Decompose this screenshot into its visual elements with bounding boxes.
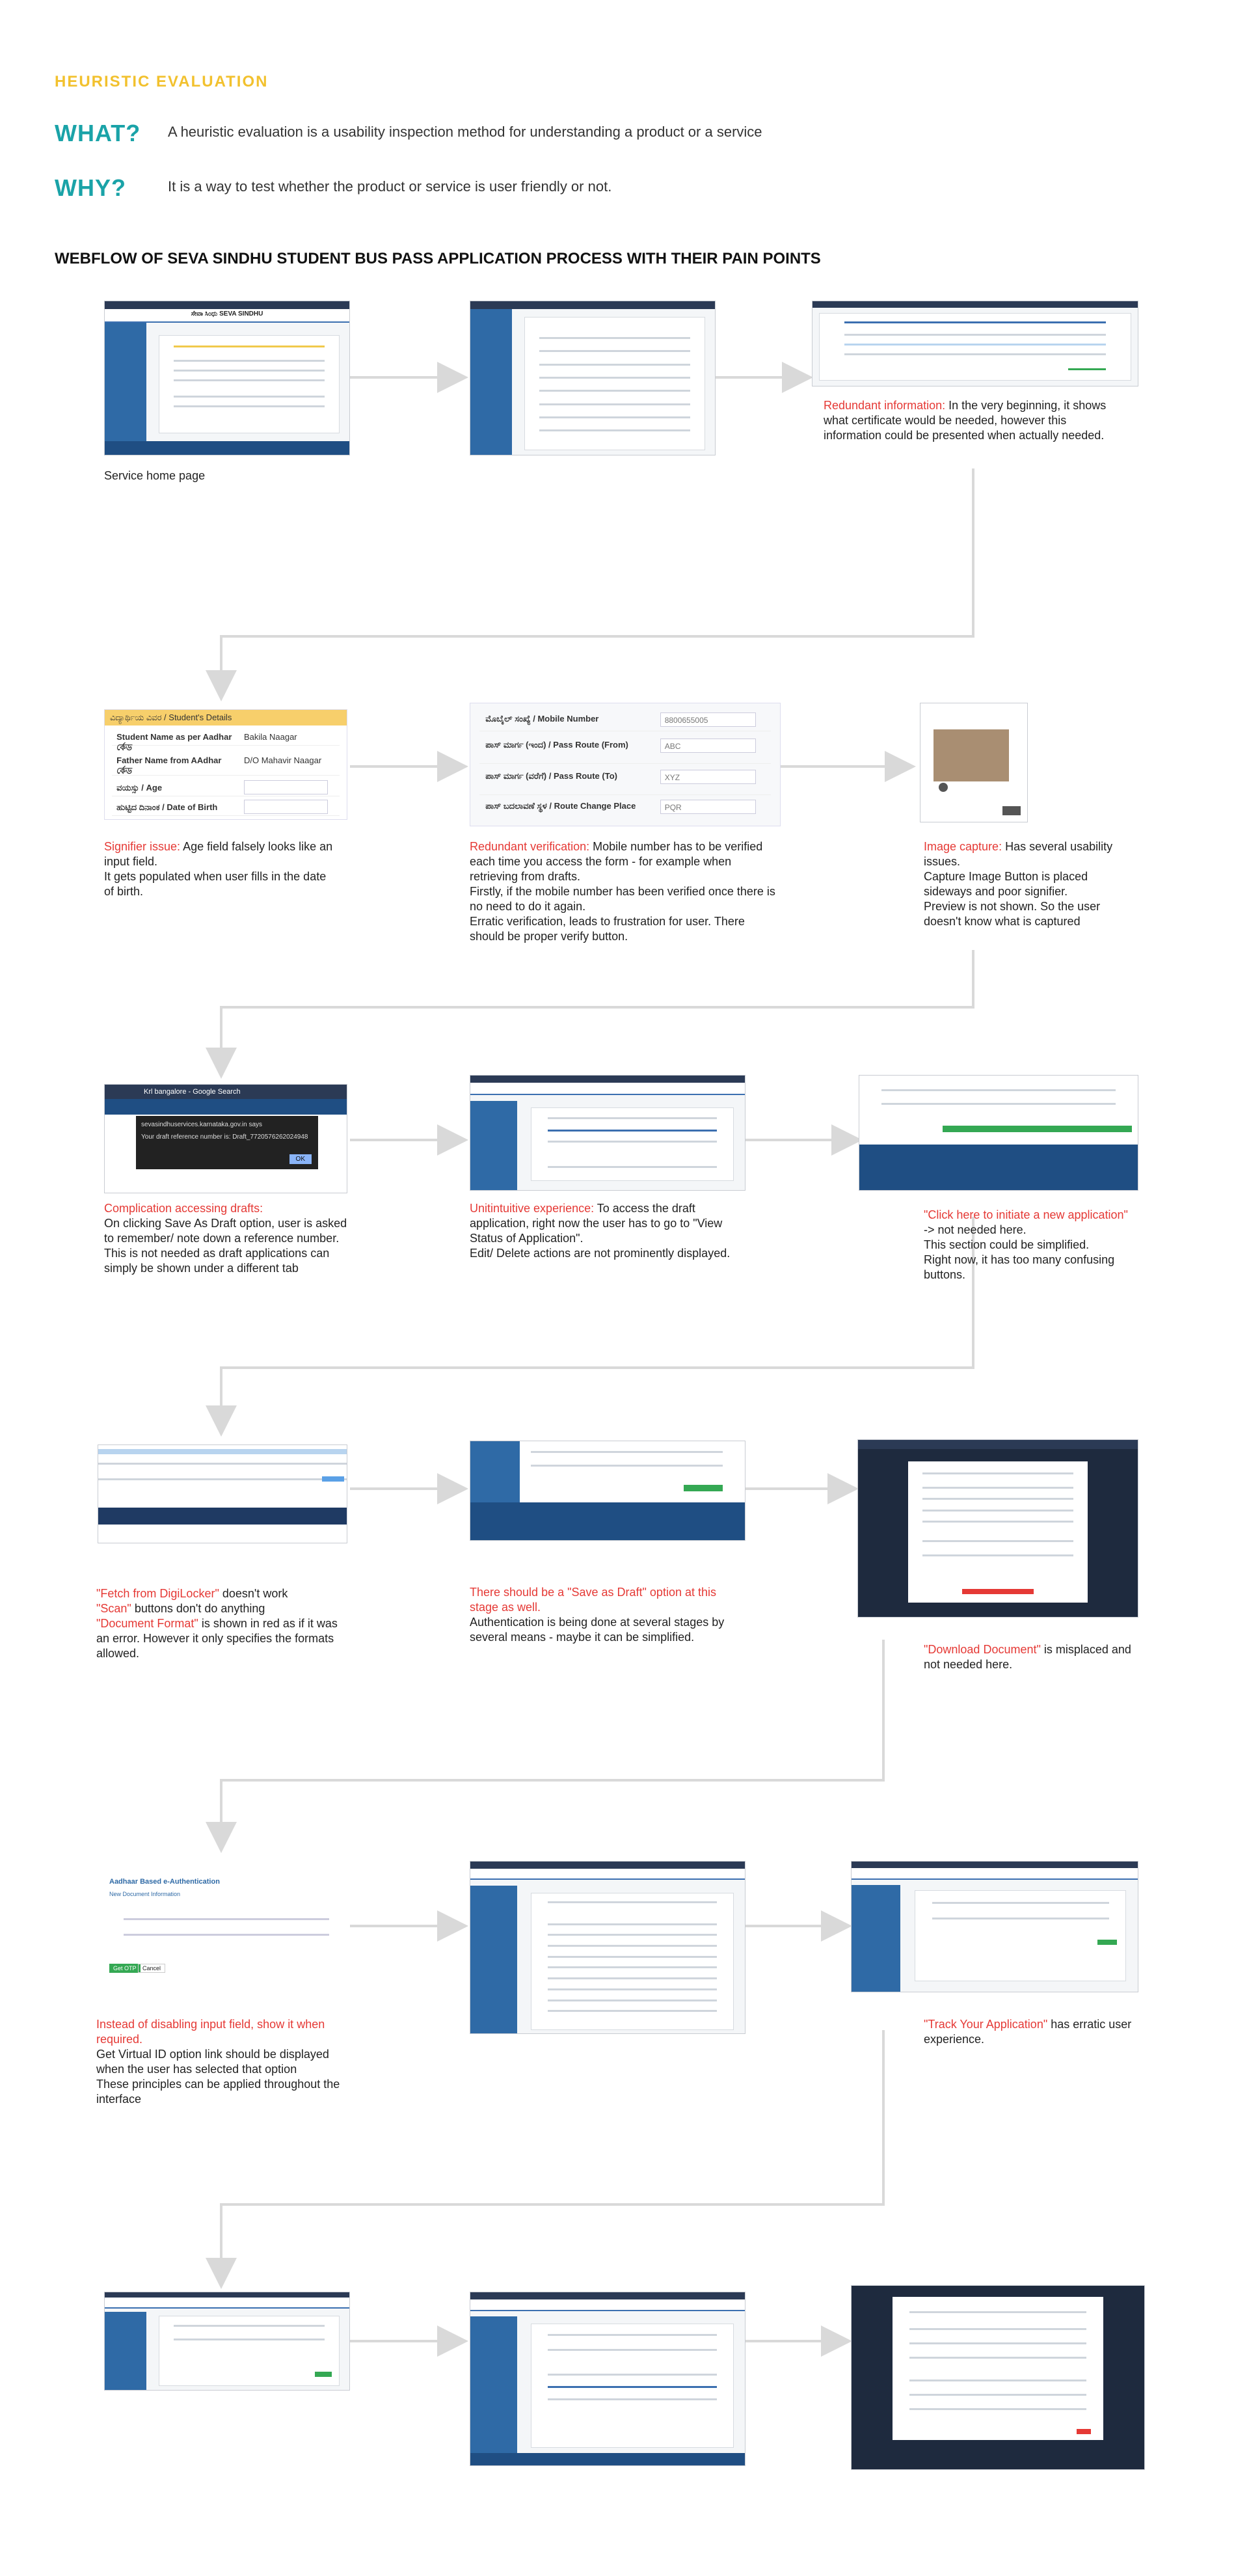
caption-10: "Download Document" is misplaced and not…: [924, 1643, 1131, 1671]
dob-field[interactable]: [243, 800, 329, 814]
screenshot-view-status: [470, 1075, 745, 1191]
webflow-title: WEBFLOW OF SEVA SINDHU STUDENT BUS PASS …: [55, 250, 821, 267]
screenshot-track-form: [104, 2292, 350, 2391]
capture-image-button[interactable]: [939, 783, 948, 792]
section-title: HEURISTIC EVALUATION: [55, 73, 269, 90]
download-document-button[interactable]: [961, 1589, 1034, 1595]
caption-11: Instead of disabling input field, show i…: [96, 2018, 340, 2106]
camera-preview: [933, 729, 1009, 781]
aadhaar-new-doc: New Document Information: [109, 1891, 181, 1897]
search-button[interactable]: [1097, 1939, 1118, 1945]
caption-5: Complication accessing drafts: On clicki…: [104, 1202, 347, 1275]
screenshot-image-capture: [920, 703, 1028, 822]
father-name-label: Father Name from AAdhar ৰ্কেড: [116, 755, 222, 776]
route-change-label: ಪಾಸ್ ಬದಲಾವಣೆ ಸ್ಥಳ / Route Change Place: [485, 801, 636, 811]
student-details-form: ವಿದ್ಯಾರ್ಥಿಯ ವಿವರ / Student's Details Stu…: [104, 709, 347, 820]
father-name-value: D/O Mahavir Naagar: [243, 755, 322, 765]
browser-tab: Krl bangalore - Google Search: [105, 1085, 347, 1099]
dialog-site: sevasindhuservices.karnataka.gov.in says: [141, 1121, 263, 1128]
dialog-message: Your draft reference number is: Draft_77…: [141, 1133, 308, 1141]
student-name-value: Bakila Naagar: [243, 732, 297, 742]
screenshot-services-list: [470, 301, 716, 455]
screenshot-track-results: [470, 2292, 745, 2466]
screenshot-certificate-template: [812, 301, 1138, 386]
close-details-button[interactable]: [1076, 2429, 1091, 2435]
caption-9: There should be a "Save as Draft" option…: [470, 1586, 725, 1644]
screenshot-authentication: [470, 1441, 745, 1541]
form-header: ವಿದ್ಯಾರ್ಥಿಯ ವಿವರ / Student's Details: [105, 710, 347, 725]
screenshot-acknowledgement: [470, 1861, 745, 2034]
draft-dialog: sevasindhuservices.karnataka.gov.in says…: [136, 1116, 318, 1169]
screenshot-upload-documents: [98, 1444, 347, 1543]
aadhaar-title: Aadhaar Based e-Authentication: [109, 1878, 220, 1886]
caption-7: "Click here to initiate a new applicatio…: [924, 1208, 1128, 1281]
caption-6: Unitintuitive experience: To access the …: [470, 1202, 731, 1260]
get-otp-button[interactable]: Get OTP: [109, 1964, 141, 1973]
screenshot-download-document: [857, 1439, 1138, 1618]
screenshot-initiate-application: [859, 1075, 1138, 1191]
caption-3: Redundant verification: Mobile number ha…: [470, 840, 775, 943]
route-to-label: ಪಾಸ್ ಮಾರ್ಗ (ವರೆಗೆ) / Pass Route (To): [485, 771, 617, 781]
mobile-label: ಮೊಬೈಲ್ ಸಂಖ್ಯೆ / Mobile Number: [485, 714, 599, 724]
mobile-field[interactable]: 8800655005: [660, 712, 757, 727]
route-from-field[interactable]: ABC: [660, 739, 757, 753]
caption-2: Signifier issue: Age field falsely looks…: [104, 840, 333, 898]
caption-digilocker: "Fetch from DigiLocker" doesn't work"Sca…: [96, 1587, 338, 1660]
next-button[interactable]: [684, 1484, 723, 1491]
what-text: A heuristic evaluation is a usability in…: [168, 124, 762, 140]
screenshot-track-application: [851, 1861, 1138, 1992]
screenshot-application-details: [851, 2285, 1145, 2470]
cancel-button[interactable]: Cancel: [138, 1964, 166, 1973]
dialog-ok-button[interactable]: OK: [289, 1154, 312, 1164]
what-label: WHAT?: [55, 120, 141, 146]
route-change-field[interactable]: PQR: [660, 800, 757, 814]
fetch-digilocker-button[interactable]: [322, 1476, 344, 1482]
caption-12: "Track Your Application" has erratic use…: [924, 2018, 1132, 2046]
age-label: ವಯಸ್ಸು / Age: [116, 783, 163, 793]
route-to-field[interactable]: XYZ: [660, 770, 757, 784]
age-field[interactable]: [243, 780, 329, 794]
track-submit-button[interactable]: [314, 2371, 332, 2377]
close-button[interactable]: [1002, 806, 1021, 815]
caption-1: Redundant information: In the very begin…: [824, 399, 1107, 442]
why-label: WHY?: [55, 174, 126, 201]
student-name-label: Student Name as per Aadhar ৰ্কেড: [116, 732, 232, 752]
screenshot-aadhaar-auth: Aadhaar Based e-Authentication New Docum…: [104, 1861, 349, 1991]
screenshot-draft-popup: Krl bangalore - Google Search sevasindhu…: [104, 1084, 347, 1193]
route-from-label: ಪಾಸ್ ಮಾರ್ಗ (ಇಂದ) / Pass Route (From): [485, 740, 628, 750]
action-buttons[interactable]: [943, 1126, 1133, 1133]
why-text: It is a way to test whether the product …: [168, 178, 612, 195]
caption-service-home: Service home page: [104, 469, 206, 482]
dob-label: ಹುಟ್ಟಿದ ದಿನಾಂಕ / Date of Birth: [116, 802, 218, 812]
caption-4: Image capture: Has several usability iss…: [924, 840, 1113, 928]
screenshot-service-home: ಸೇವಾ ಸಿಂಧು SEVA SINDHU: [104, 301, 350, 455]
